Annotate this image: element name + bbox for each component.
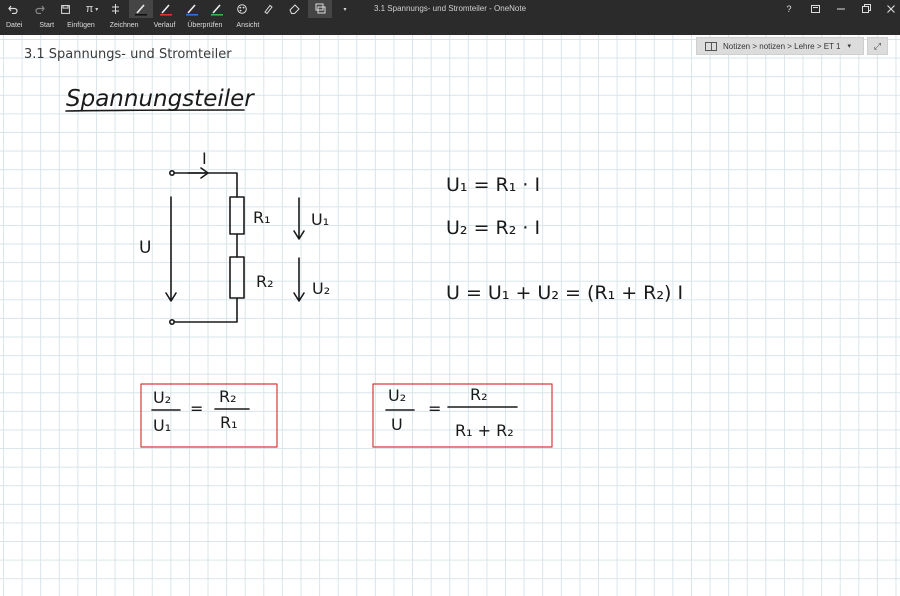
box1-equals: = xyxy=(190,399,203,418)
blue-pen-icon[interactable] xyxy=(180,0,204,18)
box1-left-denominator: U₁ xyxy=(153,416,171,435)
terminal-bottom xyxy=(169,318,176,325)
box1-left-numerator: U₂ xyxy=(153,388,171,407)
expand-icon[interactable]: ⤢ xyxy=(867,37,888,55)
lasso-icon[interactable] xyxy=(108,1,122,17)
arrow-voltage-u1 xyxy=(293,197,305,240)
fullscreen-icon[interactable] xyxy=(802,0,828,17)
label-r2: R₂ xyxy=(256,272,274,291)
wire-top xyxy=(173,172,238,198)
box2-left-denominator: U xyxy=(391,415,403,434)
box2-right-numerator: R₂ xyxy=(470,385,488,404)
close-icon[interactable] xyxy=(878,0,900,17)
math-label: π xyxy=(85,3,94,15)
undo-icon[interactable] xyxy=(6,1,20,17)
box2-right-denominator: R₁ + R₂ xyxy=(455,421,514,440)
breadcrumb[interactable]: Notizen > notizen > Lehre > ET 1 ▾ xyxy=(696,37,864,55)
redo-icon[interactable] xyxy=(33,1,47,17)
chevron-down-icon: ▾ xyxy=(847,43,851,50)
ink-to-shape-icon[interactable] xyxy=(308,0,332,18)
label-current: I xyxy=(202,149,207,168)
red-pen-icon[interactable] xyxy=(154,0,178,18)
breadcrumb-path: Notizen > notizen > Lehre > ET 1 xyxy=(723,41,841,51)
resistor-r2 xyxy=(229,256,245,299)
maximize-icon[interactable] xyxy=(853,0,879,17)
notebook-icon xyxy=(705,41,717,51)
help-icon[interactable]: ? xyxy=(786,3,792,14)
formula-box-2 xyxy=(372,383,553,448)
equation-u2: U₂ = R₂ · I xyxy=(446,217,540,239)
tab-start[interactable]: Start xyxy=(39,22,55,29)
color-palette-icon[interactable] xyxy=(235,1,249,17)
tab-zeichnen[interactable]: Zeichnen xyxy=(109,22,139,29)
math-pi-icon[interactable]: π▾ xyxy=(85,3,99,15)
label-voltage: U xyxy=(139,238,151,258)
formula-box-1 xyxy=(140,383,278,448)
heading-underline xyxy=(65,109,245,112)
wire-bottom xyxy=(173,297,238,323)
resistor-r1 xyxy=(229,196,245,235)
equation-u1: U₁ = R₁ · I xyxy=(446,174,540,196)
note-canvas[interactable] xyxy=(0,35,900,596)
tab-ansicht[interactable]: Ansicht xyxy=(236,22,260,29)
box1-right-numerator: R₂ xyxy=(219,387,237,406)
arrow-voltage-u2 xyxy=(293,257,305,302)
minimize-icon[interactable] xyxy=(828,0,854,17)
box1-right-denominator: R₁ xyxy=(220,413,238,432)
box2-equals: = xyxy=(428,399,441,418)
label-r1: R₁ xyxy=(253,208,271,227)
arrow-current xyxy=(187,167,209,179)
save-icon[interactable] xyxy=(58,1,72,17)
terminal-top xyxy=(169,170,176,177)
tab-verlauf[interactable]: Verlauf xyxy=(153,22,176,29)
arrow-voltage-u xyxy=(165,196,177,302)
page-title[interactable]: 3.1 Spannungs- und Stromteiler xyxy=(24,47,232,62)
tab-datei[interactable]: Datei xyxy=(6,22,23,29)
equation-sum: U = U₁ + U₂ = (R₁ + R₂) I xyxy=(446,282,683,304)
box2-left-numerator: U₂ xyxy=(388,386,406,405)
label-u1: U₁ xyxy=(311,210,329,229)
heading-ink: Spannungsteiler xyxy=(66,86,255,112)
highlighter-icon[interactable] xyxy=(261,1,275,17)
black-pen-icon[interactable] xyxy=(129,0,153,18)
eraser-icon[interactable] xyxy=(287,1,301,17)
tab-einfuegen[interactable]: Einfügen xyxy=(67,22,95,29)
ribbon-tabs: Datei Start Einfügen Zeichnen Verlauf Üb… xyxy=(0,20,259,32)
customize-toolbar-icon[interactable]: ▾ xyxy=(343,6,347,13)
label-u2: U₂ xyxy=(312,279,330,298)
green-pen-icon[interactable] xyxy=(205,0,229,18)
tab-ueberpruefen[interactable]: Überprüfen xyxy=(187,22,223,29)
